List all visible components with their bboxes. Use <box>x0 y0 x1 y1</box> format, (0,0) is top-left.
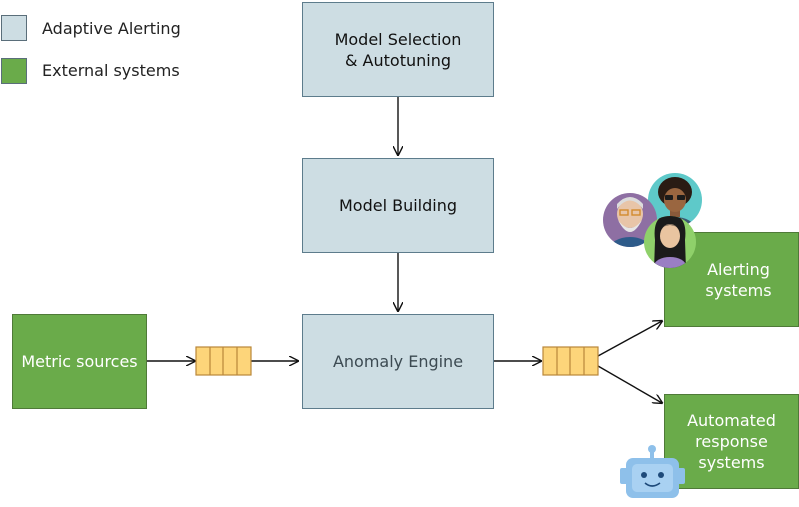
arrow-queue-to-automated <box>597 365 662 403</box>
anomaly-engine-label: Anomaly Engine <box>332 352 464 371</box>
message-queue-icon <box>542 346 599 376</box>
arrow-queue-to-alerting <box>597 321 662 357</box>
anomaly-engine-box: Anomaly Engine <box>302 314 494 409</box>
model-selection-box: Model Selection & Autotuning <box>302 2 494 97</box>
robot-icon <box>620 445 685 498</box>
person-avatar-icon <box>644 216 696 268</box>
message-queue-icon <box>195 346 252 376</box>
automated-response-box: Automated response systems <box>664 394 799 489</box>
legend-swatch-external <box>1 58 27 84</box>
metric-sources-box: Metric sources <box>12 314 147 409</box>
legend-swatch-adaptive <box>1 15 27 41</box>
alerting-systems-label: Alerting systems <box>705 259 772 300</box>
legend-label-adaptive: Adaptive Alerting <box>42 19 181 38</box>
model-building-box: Model Building <box>302 158 494 253</box>
model-building-label: Model Building <box>338 196 458 215</box>
legend-label-external: External systems <box>42 61 180 80</box>
alerting-systems-box: Alerting systems <box>664 232 799 327</box>
automated-response-label: Automated response systems <box>687 411 776 472</box>
model-selection-label: Model Selection & Autotuning <box>334 29 462 70</box>
person-avatar-icon <box>603 193 657 247</box>
metric-sources-label: Metric sources <box>21 352 138 371</box>
